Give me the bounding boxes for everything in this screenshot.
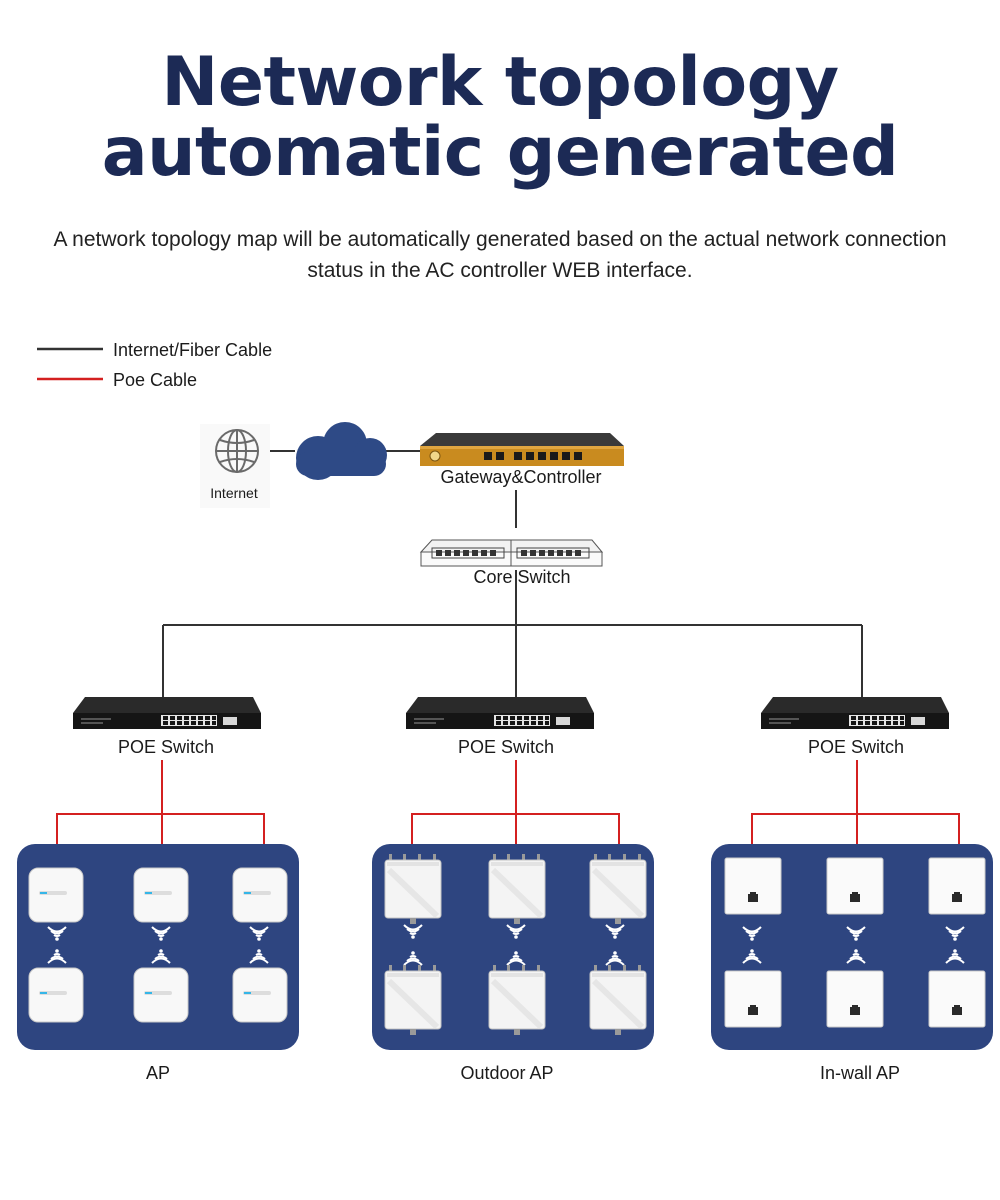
title-line-1: Network topology (161, 43, 839, 122)
outdoor-ap-panel-bg (372, 844, 654, 1050)
inwall-ap-device (826, 970, 884, 1028)
poe-switch-3-label: POE Switch (808, 737, 904, 757)
poe-switch-1: POE Switch (73, 697, 261, 757)
inwall-ap-panel-bg (711, 844, 993, 1050)
ap-device (133, 967, 189, 1023)
internet-label: Internet (210, 485, 258, 501)
core-switch-label: Core Switch (473, 567, 570, 587)
poe-switch-3: POE Switch (761, 697, 949, 757)
poe-cables (56, 760, 960, 868)
inwall-ap-device (928, 970, 986, 1028)
poe-switch-2: POE Switch (406, 697, 594, 757)
outdoor-ap-panel (372, 844, 654, 1050)
ap-device (28, 967, 84, 1023)
outdoor-ap-group-label: Outdoor AP (460, 1063, 553, 1083)
inwall-ap-device (826, 857, 884, 915)
gateway-label: Gateway&Controller (440, 467, 601, 487)
page-subtitle: A network topology map will be automatic… (53, 228, 947, 282)
globe-icon (215, 429, 259, 473)
outdoor-ap-device (590, 965, 646, 1035)
gateway-controller-device: Gateway&Controller (420, 433, 624, 487)
ap-panel-bg (17, 844, 299, 1050)
title-line-2: automatic generated (101, 113, 899, 192)
fiber-cables (162, 450, 863, 698)
outdoor-ap-device (385, 854, 441, 924)
outdoor-ap-device (489, 854, 545, 924)
cloud-icon (296, 422, 387, 480)
ap-device (28, 867, 84, 923)
ap-group-label: AP (146, 1063, 170, 1083)
inwall-ap-group-label: In-wall AP (820, 1063, 900, 1083)
poe-switch-1-label: POE Switch (118, 737, 214, 757)
outdoor-ap-device (385, 965, 441, 1035)
outdoor-ap-device (590, 854, 646, 924)
legend: Internet/Fiber Cable Poe Cable (37, 340, 272, 390)
ap-device (232, 867, 288, 923)
inwall-ap-panel (711, 844, 993, 1050)
page-title: Network topology automatic generated (0, 48, 1000, 188)
inwall-ap-device (724, 970, 782, 1028)
internet-tile (200, 424, 270, 508)
internet-node: Internet (200, 424, 270, 508)
ap-device (232, 967, 288, 1023)
legend-fiber-label: Internet/Fiber Cable (113, 340, 272, 360)
outdoor-ap-device (489, 965, 545, 1035)
ap-panel (17, 844, 299, 1050)
inwall-ap-device (928, 857, 986, 915)
core-switch-device: Core Switch (419, 539, 604, 587)
ap-device (133, 867, 189, 923)
poe-switch-2-label: POE Switch (458, 737, 554, 757)
legend-poe-label: Poe Cable (113, 370, 197, 390)
inwall-ap-device (724, 857, 782, 915)
